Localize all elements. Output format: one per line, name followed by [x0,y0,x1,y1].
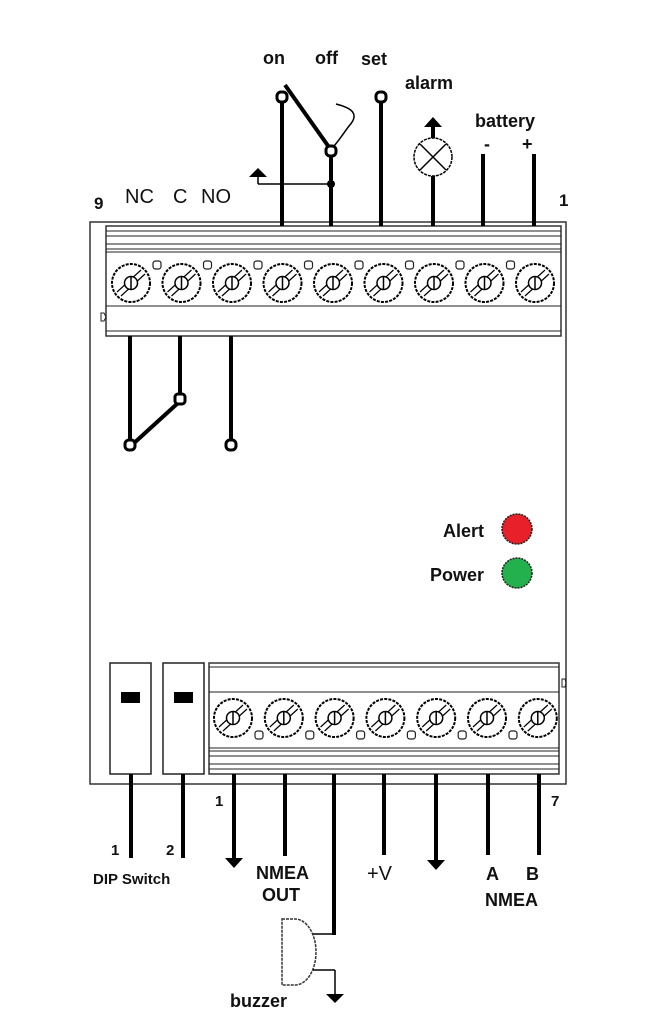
top-screw-terminal [363,263,404,303]
bottom-screw-terminal [365,698,406,738]
relay-wires [123,336,238,452]
bottom-screw-terminal [517,698,558,738]
label-nmea: NMEA [485,890,538,910]
switch-lever [283,83,333,152]
top-terminal-nub [152,260,162,270]
bottom-screw-terminal [213,698,253,738]
label-nmea-out-1: NMEA [256,863,309,883]
dip-switch-2[interactable] [162,662,205,775]
set-contact [374,90,388,104]
buzzer-icon [281,918,344,1003]
top-screw-terminal [111,263,151,303]
power-led-icon [501,557,533,589]
bottom-terminal-nub [356,730,366,740]
label-buzzer: buzzer [230,991,287,1011]
alarm-lamp-icon [413,117,453,177]
no-contact [224,438,238,452]
top-terminal-nub [404,260,415,270]
bottom-terminal-nub [457,730,467,740]
label-set: set [361,49,387,69]
ground-arrow-icon [249,168,267,177]
bottom-terminal-nub [508,730,518,740]
top-screw-terminal [464,263,505,303]
top-screw-terminal [212,263,252,303]
label-off: off [315,48,339,68]
on-contact [275,90,289,104]
dip-switch-1[interactable] [109,662,152,775]
label-nmea-out-2: OUT [262,885,300,905]
indicator-alert: Alert [443,513,533,545]
bottom-screw-terminal [467,698,507,738]
top-wires [249,83,536,226]
alert-led-icon [501,513,533,545]
label-alarm: alarm [405,73,453,93]
nc-contact [123,438,137,452]
label-nc: NC [125,186,154,208]
bottom-wires [129,774,541,935]
top-screw-terminal [313,263,353,303]
bottom-terminal-nub [406,730,416,740]
bottom-screw-terminal [416,698,457,738]
indicator-power: Power [430,557,533,589]
label-pin-7: 7 [551,793,559,810]
label-dip-2: 2 [166,842,174,859]
label-dip-1: 1 [111,842,119,859]
off-contact [324,144,338,158]
ground-arrow-icon [225,858,243,868]
top-terminal-nub [253,260,263,270]
top-terminal-nub [505,260,516,270]
top-screw-terminal [515,263,555,303]
bottom-screw-terminal [263,698,304,738]
label-nmea-b: B [526,864,539,884]
label-nmea-a: A [486,864,499,884]
top-terminal-nub [354,260,364,270]
bottom-terminal-nub [305,730,315,740]
label-pin-1-bottom: 1 [215,793,223,810]
bottom-terminal-block [208,662,567,775]
ground-arrow-icon [427,860,445,870]
label-dip-switch: DIP Switch [93,871,170,888]
label-battery-plus: + [522,134,533,154]
bottom-screw-terminal [314,698,355,738]
top-terminal-block [100,225,562,337]
top-terminal-nub [455,260,465,270]
label-plus-v: +V [367,863,393,885]
label-on: on [263,48,285,68]
label-battery-minus: - [484,134,490,154]
top-screw-terminal [262,263,303,303]
label-power: Power [430,565,484,585]
label-pin-9: 9 [94,194,103,213]
top-terminal-nub [202,260,213,270]
top-terminal-nub [303,260,314,270]
label-pin-1-top: 1 [559,191,568,210]
c-contact [173,392,187,406]
top-screw-terminal [161,263,202,303]
label-c: C [173,186,187,208]
label-battery: battery [475,111,535,131]
bottom-terminal-nub [254,730,264,740]
label-alert: Alert [443,521,484,541]
top-screw-terminal [414,263,454,303]
label-no: NO [201,186,231,208]
